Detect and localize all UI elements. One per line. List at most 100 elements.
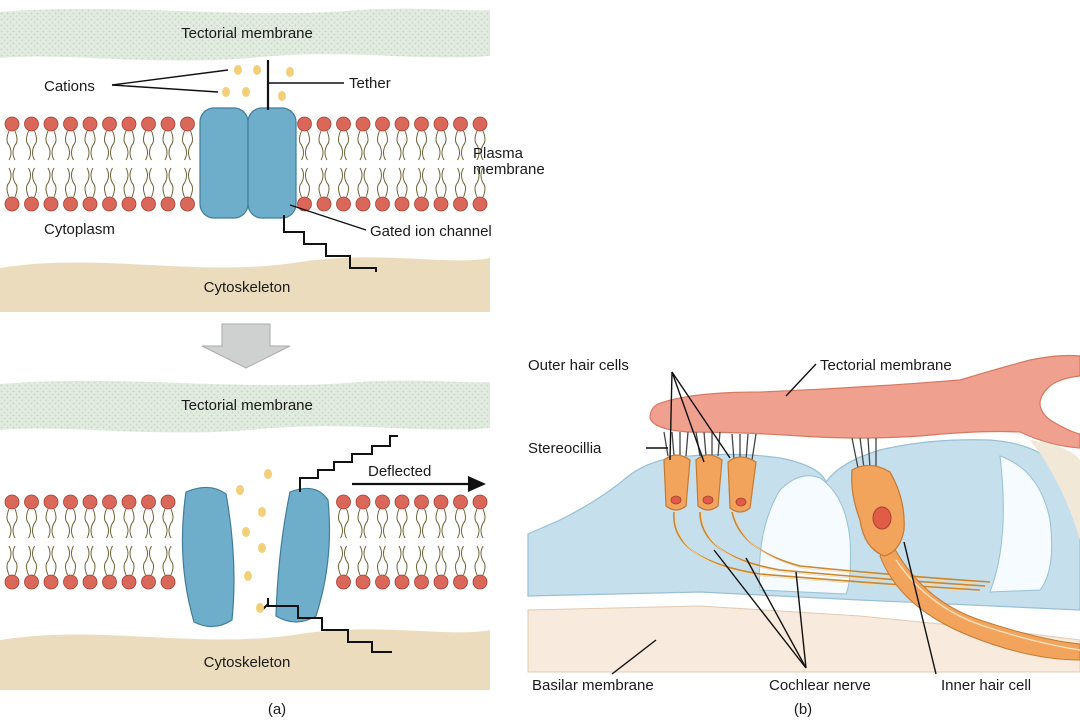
lipid-tail [461,167,466,198]
inner-sulcus [989,455,1053,593]
label-cytoskeleton-top: Cytoskeleton [204,279,291,296]
lipid-head [141,196,156,212]
lipid-tail [51,545,57,576]
lipid-head [63,196,78,212]
lipid-tail [441,130,447,161]
label-cations: Cations [44,78,95,95]
lipid-tail [65,545,70,576]
lipid-head [43,574,59,590]
lipid-tail [123,130,129,161]
lipid-tail [168,545,174,576]
lipid-head [24,116,39,132]
lipid-tail [435,545,441,576]
lipid-tail [182,167,187,198]
lipid-tail [480,508,486,539]
lipid-tail [143,130,148,161]
label-tectorial-membrane-bottom: Tectorial membrane [181,397,313,414]
lipid-tail [416,545,421,576]
lipid-head [63,574,78,590]
cations-leader-2 [111,84,219,93]
lipid-tail [377,545,382,576]
lipid-head [375,196,390,212]
lipid-tail [12,545,18,576]
lipid-tail [168,167,174,198]
cations-bottom [236,469,272,613]
deflected-arrow-head [468,476,486,492]
lipid-tail [435,130,441,161]
lipid-tail [90,545,96,576]
lipid-head [355,494,371,510]
lipid-tail [455,508,460,539]
lipid-head [121,574,137,590]
lipid-tail [123,508,129,539]
lipid-tail [455,545,460,576]
lipid-tail [377,167,382,198]
lipid-tail [344,130,349,161]
lipid-tail [474,508,480,539]
label-cochlear-nerve: Cochlear nerve [769,677,871,694]
cytoskeleton-top [0,257,490,312]
label-tether: Tether [349,75,391,92]
lipid-head [355,196,371,212]
label-plasma-membrane-2: membrane [473,161,545,178]
lipid-tail [344,508,349,539]
lipid-tail [129,130,135,161]
lipid-tail [65,167,70,198]
lipid-head [121,494,137,510]
lipid-head [82,116,98,132]
lipid-tail [12,130,18,161]
lipid-tail [90,130,96,161]
lipid-head [82,574,98,590]
lipid-head [4,116,20,132]
lipid-tail [45,545,51,576]
lipid-tail [344,167,349,198]
panel-a-bottom: Tectorial membrane Deflected Cytoskeleto… [0,380,490,690]
lipid-head [472,196,488,212]
lipid-head [472,574,488,590]
lipid-tail [162,167,168,198]
lipid-tail [162,545,168,576]
lipid-bilayer-bottom [4,494,488,590]
lipid-head [102,116,117,132]
lipid-tail [480,545,486,576]
lipid-tail [149,130,154,161]
lipid-head [4,574,20,590]
basilar-membrane-region [527,605,1080,673]
lipid-head [160,116,176,132]
lipid-tail [149,167,154,198]
lipid-tail [45,130,51,161]
lipid-tail [416,167,421,198]
lipid-tail [461,545,466,576]
lipid-tail [26,167,31,198]
tether-deflected [299,435,398,492]
lipid-tail [51,167,57,198]
lipid-head [433,196,449,212]
lipid-tail [26,130,31,161]
lipid-tail [435,167,441,198]
lipid-tail [12,508,18,539]
lipid-tail [455,130,460,161]
lipid-tail [90,167,96,198]
lipid-tail [51,130,57,161]
lipid-tail [396,167,402,198]
lipid-tail [338,508,343,539]
lipid-head [414,494,429,510]
lipid-tail [377,508,382,539]
lipid-tail [71,508,76,539]
cytoskeleton-link-bottom [267,598,392,653]
lipid-tail [402,167,408,198]
lipid-tail [90,508,96,539]
lipid-head [472,494,488,510]
lipid-tail [129,167,135,198]
lipid-tail [6,130,12,161]
lipid-tail [32,508,37,539]
lipid-tail [143,545,148,576]
lipid-tail [357,508,363,539]
lipid-tail [441,508,447,539]
label-stereocilia: Stereocillia [528,440,602,457]
lipid-tail [396,508,402,539]
lipid-tail [12,167,18,198]
lipid-tail [45,167,51,198]
lipid-tail [168,130,174,161]
